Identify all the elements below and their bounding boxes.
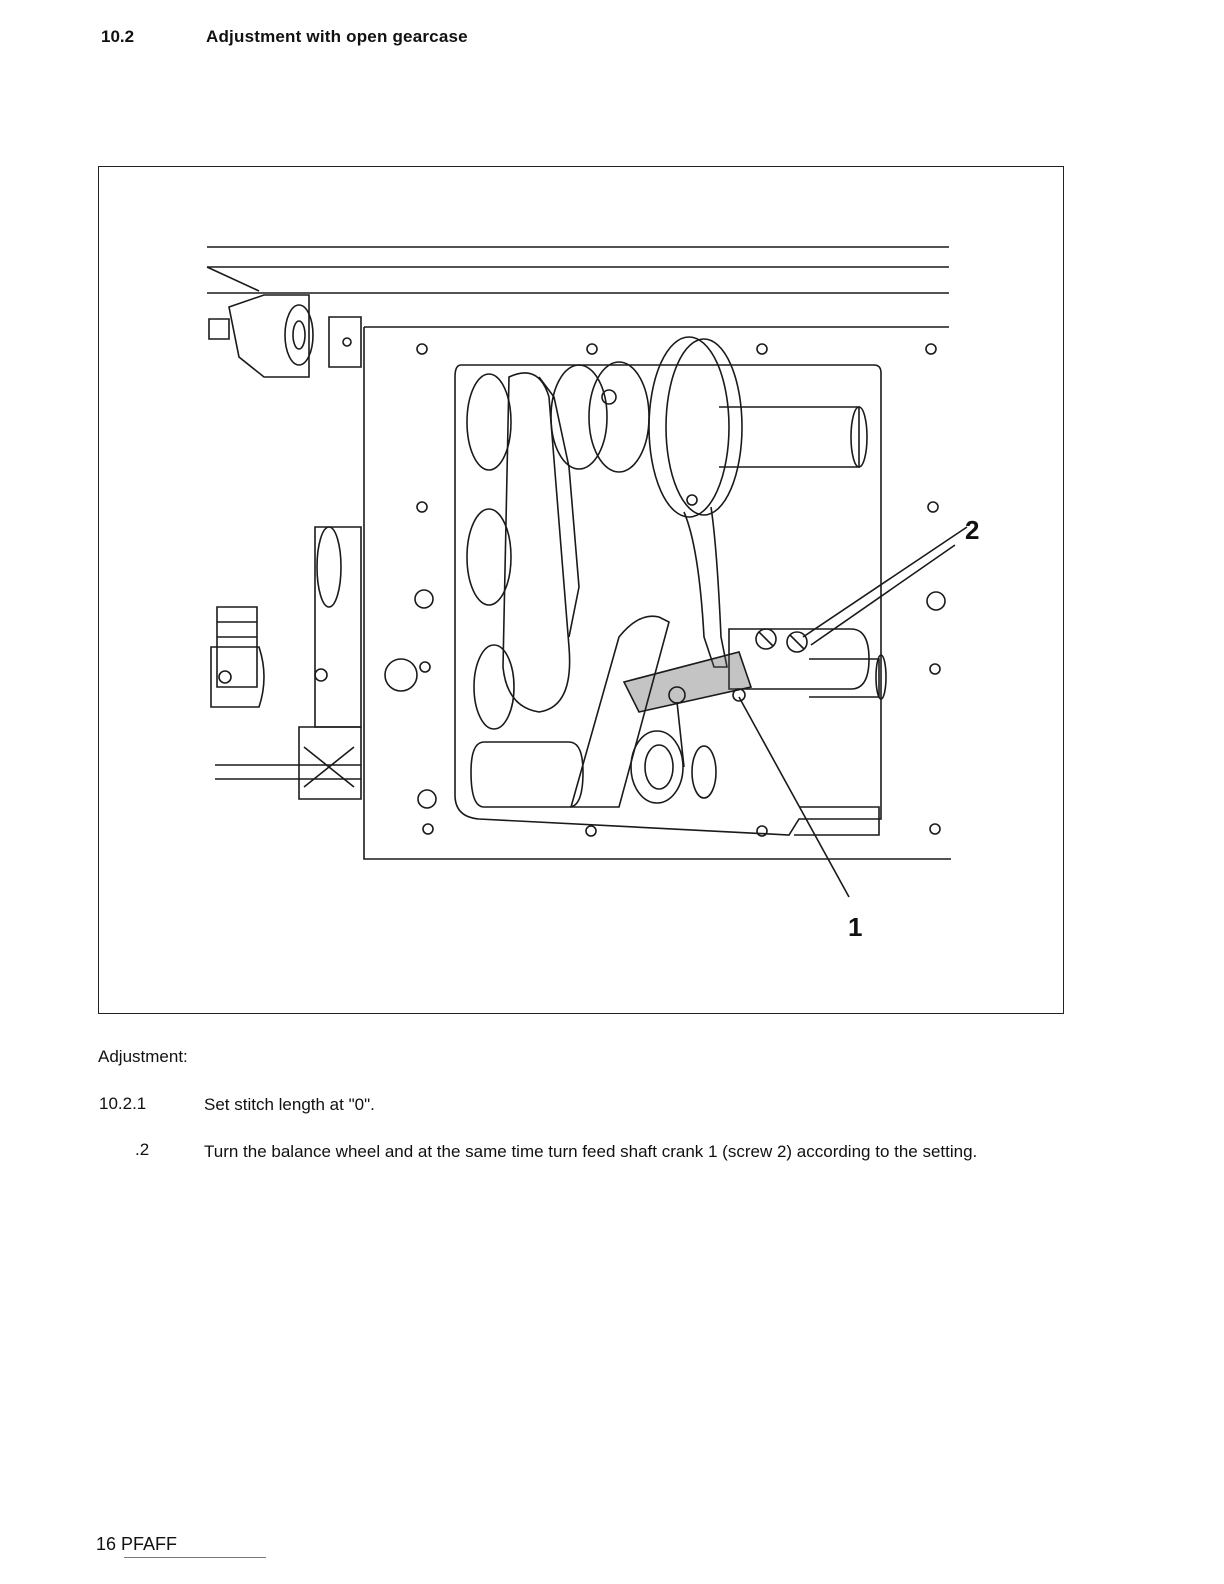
callout-1: 1 (848, 912, 862, 943)
page-footer: 16 PFAFF (96, 1534, 177, 1555)
step-text: Turn the balance wheel and at the same t… (204, 1141, 1054, 1162)
gearcase-illustration: 1 2 (98, 166, 1064, 1014)
gearcase-drawing (99, 167, 1065, 1015)
section-number: 10.2 (101, 27, 134, 47)
step-number: 10.2.1 (99, 1094, 146, 1114)
step-number: .2 (135, 1140, 149, 1160)
section-title: Adjustment with open gearcase (206, 27, 468, 47)
callout-2: 2 (965, 515, 979, 546)
footer-rule (124, 1557, 266, 1558)
step-text: Set stitch length at "0". (204, 1094, 1054, 1115)
adjustment-heading: Adjustment: (98, 1047, 188, 1067)
